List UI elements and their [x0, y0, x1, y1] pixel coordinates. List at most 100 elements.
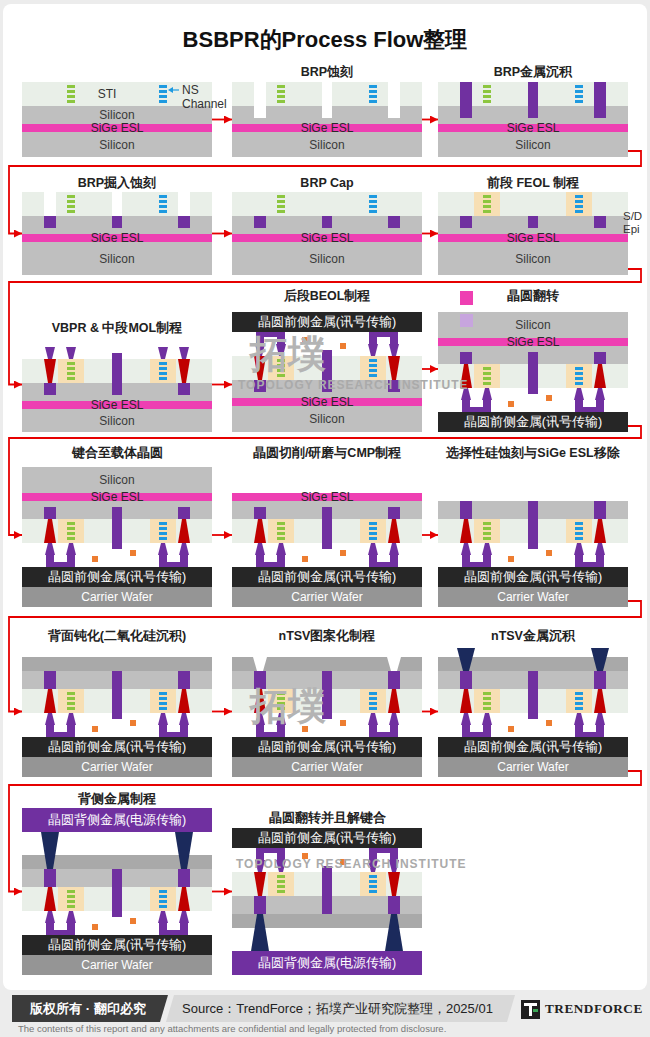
layer-shape: [159, 537, 167, 540]
layer-shape: [254, 507, 266, 519]
layer-shape: [360, 519, 386, 543]
layer-shape: [369, 95, 377, 98]
layer-shape: [67, 200, 75, 203]
cross-section: [438, 192, 628, 275]
metal-shape: [66, 713, 76, 725]
layer-label: Silicon: [438, 317, 628, 333]
layer-shape: [22, 409, 212, 432]
layer-shape: [159, 890, 167, 893]
layer-shape: [438, 242, 628, 275]
layer-shape: [112, 869, 122, 887]
metal-shape: [594, 519, 606, 543]
cross-section-layers: [438, 648, 628, 777]
layer-shape: [22, 567, 212, 587]
band-label: Carrier Wafer: [22, 759, 212, 775]
layer-shape: [462, 407, 491, 412]
layer-shape: [483, 100, 491, 103]
cross-section: [438, 82, 628, 157]
step-heading: 选择性硅蚀刻与SiGe ESL移除: [438, 445, 628, 461]
layer-shape: [369, 692, 377, 695]
metal-shape: [41, 832, 59, 869]
layer-shape: [67, 362, 75, 365]
layer-shape: [67, 377, 75, 380]
layer-shape: [438, 501, 628, 519]
step-heading: 晶圆翻转并且解键合: [232, 810, 422, 826]
layer-shape: [483, 372, 491, 375]
metal-shape: [594, 689, 606, 713]
layer-label: SiGe ESL: [438, 230, 628, 246]
layer-shape: [67, 890, 75, 893]
layer-shape: [369, 522, 377, 525]
layer-shape: [277, 210, 285, 213]
cross-section-layers: [232, 657, 422, 777]
layer-shape: [112, 671, 122, 689]
cross-section: [22, 347, 212, 432]
metal-shape: [45, 347, 55, 359]
layer-shape: [575, 372, 583, 375]
layer-shape: [159, 205, 167, 208]
layer-shape: [44, 192, 56, 216]
layer-shape: [508, 401, 514, 407]
layer-shape: [112, 519, 122, 549]
layer-shape: [159, 522, 167, 525]
metal-shape: [595, 713, 605, 725]
layer-shape: [575, 90, 583, 93]
metal-shape: [175, 832, 193, 869]
layer-shape: [369, 100, 377, 103]
cross-section: [438, 648, 628, 777]
metal-shape: [66, 347, 76, 359]
cross-section: [438, 501, 628, 607]
layer-shape: [369, 364, 377, 367]
layer-shape: [159, 362, 167, 365]
layer-shape: [232, 657, 422, 671]
layer-shape: [508, 556, 514, 562]
layer-shape: [369, 210, 377, 213]
layer-shape: [44, 869, 56, 887]
layer-shape: [159, 702, 167, 705]
layer-label: SiGe ESL: [232, 120, 422, 136]
layer-shape: [112, 887, 122, 917]
layer-shape: [67, 85, 75, 88]
band-label: 晶圆前侧金属(讯号传输): [22, 739, 212, 755]
layer-shape: [159, 707, 167, 710]
layer-shape: [277, 95, 285, 98]
layer-shape: [67, 195, 75, 198]
layer-shape: [159, 562, 188, 567]
metal-shape: [482, 388, 492, 400]
layer-shape: [438, 132, 628, 157]
cross-section-layers: [438, 82, 628, 157]
layer-shape: [566, 689, 592, 713]
band-label: 晶圆前侧金属(讯号传输): [22, 569, 212, 585]
layer-shape: [159, 90, 167, 93]
metal-shape: [255, 543, 265, 555]
metal-shape: [178, 689, 190, 713]
layer-label: Silicon: [22, 107, 212, 123]
layer-shape: [22, 757, 212, 777]
layer-shape: [575, 562, 604, 567]
step-heading: nTSV图案化制程: [232, 628, 422, 644]
layer-shape: [232, 192, 422, 216]
metal-shape: [482, 543, 492, 555]
layer-shape: [67, 697, 75, 700]
step-heading: nTSV金属沉积: [438, 628, 628, 644]
layer-label: SiGe ESL: [22, 230, 212, 246]
metal-shape: [574, 388, 584, 400]
metal-shape: [594, 364, 606, 388]
layer-shape: [438, 412, 628, 432]
band-label: 晶圆前侧金属(讯号传输): [22, 937, 212, 953]
layer-shape: [474, 192, 500, 216]
layer-shape: [594, 82, 606, 118]
layer-shape: [254, 896, 266, 914]
layer-shape: [58, 359, 84, 383]
layer-shape: [277, 374, 285, 377]
layer-shape: [159, 372, 167, 375]
layer-shape: [22, 869, 212, 887]
cross-section-layers: [232, 828, 422, 975]
layer-shape: [483, 90, 491, 93]
layer-shape: [22, 657, 212, 671]
layer-shape: [322, 896, 332, 914]
metal-shape: [178, 359, 190, 383]
step-heading: 键合至载体晶圆: [22, 445, 212, 461]
